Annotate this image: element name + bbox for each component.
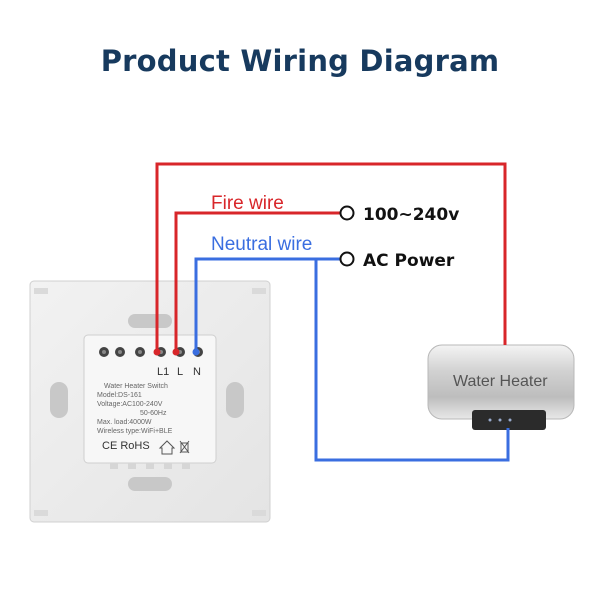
spec-line-2: Model:DS-161 <box>97 392 142 399</box>
page-title: Product Wiring Diagram <box>100 44 500 78</box>
neutral-wires <box>194 257 510 462</box>
power-terminal-neutral <box>339 251 355 267</box>
weee-bin-icon <box>179 440 190 454</box>
spec-line-3: Voltage:AC100-240V <box>97 401 163 408</box>
fire-wire-label: Fire wire <box>211 193 284 214</box>
neutral-wire-label: Neutral wire <box>211 234 312 255</box>
water-heater: Water Heater <box>427 344 575 430</box>
terminal-label-l1: L1 <box>157 366 169 378</box>
ac-power-label: AC Power <box>363 251 455 271</box>
terminal-screws <box>99 347 203 357</box>
home-icon <box>158 440 176 455</box>
spec-line-6: Wireless type:WiFi+BLE <box>97 428 173 435</box>
power-terminal-live <box>339 205 355 221</box>
spec-line-5: Max. load:4000W <box>97 419 152 426</box>
switch-module: L1 L N Water Heater Switch Model:DS-161 … <box>83 334 217 469</box>
terminal-label-n: N <box>193 366 201 378</box>
water-heater-label: Water Heater <box>453 373 548 390</box>
terminal-label-l: L <box>177 366 183 378</box>
spec-line-1: Water Heater Switch <box>104 383 168 390</box>
cert-marks: CE RoHS <box>102 440 150 452</box>
fire-wires <box>155 162 507 352</box>
voltage-label: 100~240v <box>363 205 459 225</box>
spec-line-4: 50-60Hz <box>140 410 167 417</box>
